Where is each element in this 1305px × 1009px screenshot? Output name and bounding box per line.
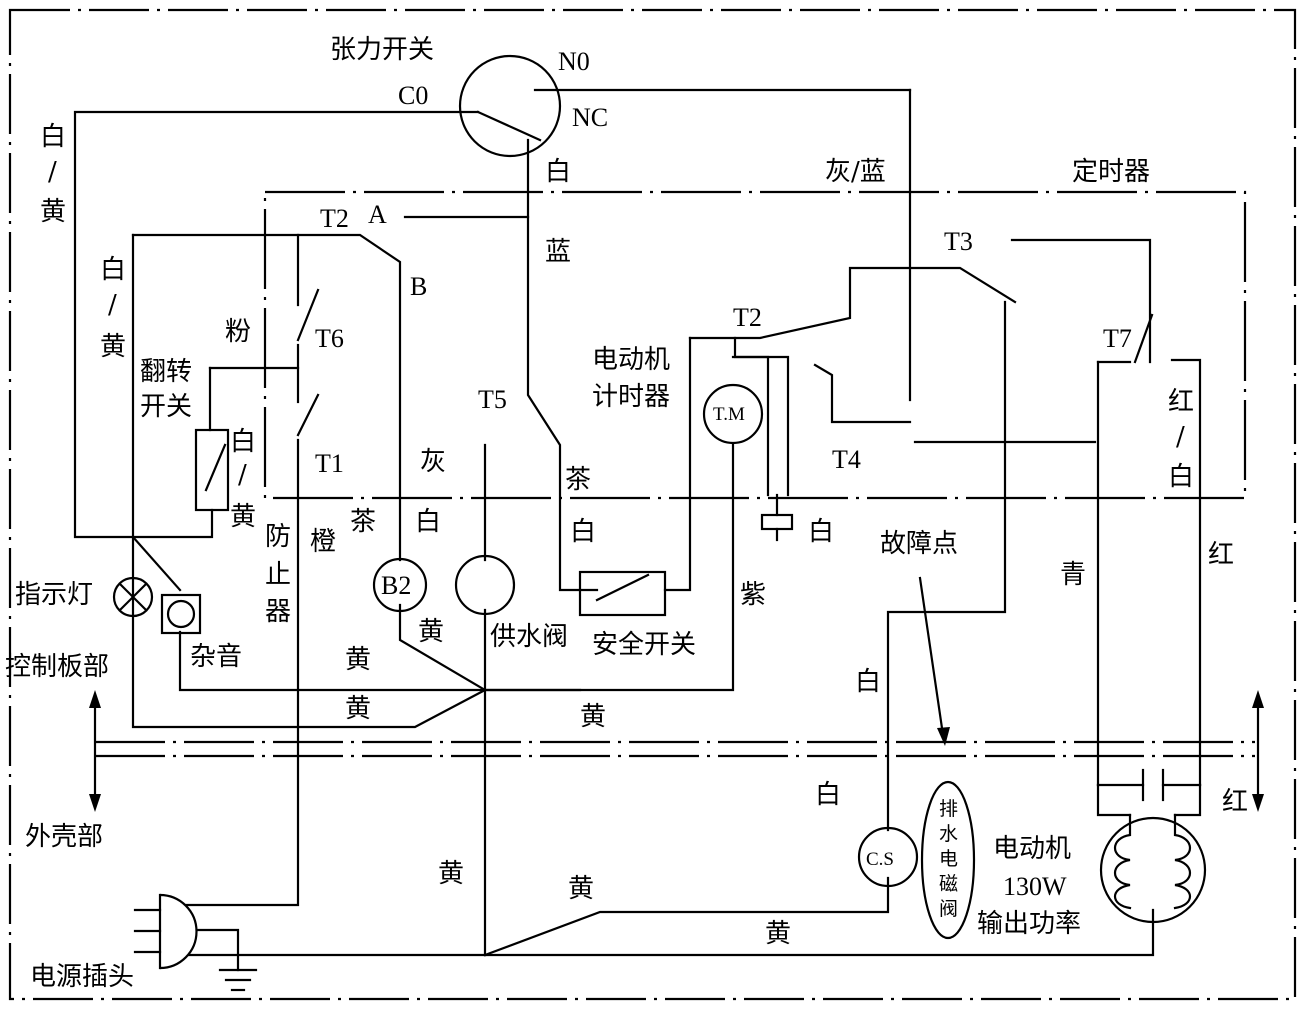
label-tension-switch: 张力开关 <box>330 35 434 65</box>
label-yellow-7: 黄 <box>765 919 791 949</box>
label-white-yellow-2c: 黄 <box>100 332 126 362</box>
label-red-white-b: / <box>1176 422 1185 452</box>
label-white-yellow-3b: / <box>238 460 247 490</box>
label-cyan: 青 <box>1060 560 1086 590</box>
label-cs: C.S <box>866 849 894 870</box>
label-motor-2: 130W <box>1003 872 1067 901</box>
motor-symbol <box>1099 813 1207 924</box>
label-white-lower: 白 <box>855 667 881 697</box>
label-blue: 蓝 <box>545 237 571 267</box>
label-brown-right: 茶 <box>565 465 591 495</box>
label-t1: T1 <box>315 449 344 478</box>
label-power-plug: 电源插头 <box>30 962 134 992</box>
label-timer: 定时器 <box>1072 157 1150 187</box>
label-t7: T7 <box>1103 324 1132 353</box>
label-t5: T5 <box>478 385 507 414</box>
label-fault-point: 故障点 <box>880 529 958 559</box>
cs-circle <box>857 826 919 888</box>
timer-box <box>263 190 1247 500</box>
label-housing: 外壳部 <box>25 822 103 852</box>
label-yellow-3: 黄 <box>345 694 371 724</box>
label-white-yellow-2b: / <box>108 290 117 320</box>
label-yellow-6: 黄 <box>568 874 594 904</box>
label-t4: T4 <box>832 445 861 474</box>
wires <box>73 88 1202 992</box>
control-panel-arrow-left <box>89 690 101 812</box>
label-water-valve: 供水阀 <box>490 622 568 652</box>
label-yellow-5: 黄 <box>438 859 464 889</box>
noise-filter-symbol <box>160 593 202 635</box>
label-white-yellow-1b: / <box>48 157 57 187</box>
label-prevent-3: 器 <box>265 597 291 627</box>
label-red-lower: 红 <box>1222 787 1248 817</box>
tm-circle <box>702 383 764 445</box>
water-valve-circle <box>454 554 516 616</box>
label-t2-top: T2 <box>320 204 349 233</box>
label-red: 红 <box>1208 540 1234 570</box>
label-purple: 紫 <box>740 580 766 610</box>
tension-switch-symbol <box>458 54 912 158</box>
control-panel-arrow-right <box>1252 690 1264 812</box>
label-white-yellow-2a: 白 <box>100 255 126 285</box>
label-b2: B2 <box>381 571 411 600</box>
label-a: A <box>368 200 387 229</box>
label-white-right: 白 <box>808 517 834 547</box>
label-control-panel: 控制板部 <box>5 652 109 682</box>
label-gray-blue: 灰/蓝 <box>825 157 886 187</box>
label-t6: T6 <box>315 324 344 353</box>
label-nc: NC <box>572 103 608 132</box>
label-b: B <box>410 272 427 301</box>
label-t2-mid: T2 <box>733 303 762 332</box>
label-drain-5: 阀 <box>939 898 958 920</box>
indicator-lamp-symbol <box>112 576 154 618</box>
label-motor-timer-2: 计时器 <box>592 382 670 412</box>
power-plug-symbol <box>133 893 198 970</box>
label-white-yellow-1a: 白 <box>40 122 66 152</box>
label-brown-left: 茶 <box>350 507 376 537</box>
label-motor-timer-1: 电动机 <box>592 345 670 375</box>
drain-valve-ellipse <box>920 780 976 940</box>
label-flip-switch-1: 翻转 <box>140 357 192 387</box>
b2-circle <box>372 557 428 613</box>
label-orange: 橙 <box>310 527 336 557</box>
label-n0: N0 <box>558 47 590 76</box>
label-prevent-2: 止 <box>265 560 291 590</box>
label-white-mid2: 白 <box>570 517 596 547</box>
label-safety-switch: 安全开关 <box>592 630 696 660</box>
label-noise: 杂音 <box>190 642 242 672</box>
label-prevent-1: 防 <box>265 522 291 552</box>
label-yellow-4: 黄 <box>580 702 606 732</box>
label-drain-3: 电 <box>939 848 958 870</box>
label-white-yellow-3a: 白 <box>230 427 256 457</box>
label-drain-1: 排 <box>939 798 958 820</box>
label-drain-2: 水 <box>939 823 958 845</box>
label-c0: C0 <box>398 81 428 110</box>
label-white-yellow-1c: 黄 <box>40 197 66 227</box>
label-motor-3: 输出功率 <box>977 909 1081 939</box>
label-gray: 灰 <box>420 447 446 477</box>
label-yellow-2: 黄 <box>345 645 371 675</box>
label-white-top: 白 <box>545 157 571 187</box>
label-flip-switch-2: 开关 <box>140 392 192 422</box>
label-motor-1: 电动机 <box>993 834 1071 864</box>
label-yellow-1: 黄 <box>418 617 444 647</box>
label-drain-4: 磁 <box>939 873 958 895</box>
label-red-white-a: 红 <box>1168 387 1194 417</box>
label-white-mid1: 白 <box>415 507 441 537</box>
outer-frame <box>8 8 1297 1001</box>
label-white-cs: 白 <box>815 780 841 810</box>
label-pink: 粉 <box>225 317 251 347</box>
label-white-yellow-3c: 黄 <box>230 502 256 532</box>
label-tm: T.M <box>713 404 745 425</box>
label-t3: T3 <box>944 227 973 256</box>
label-red-white-c: 白 <box>1168 462 1194 492</box>
label-indicator: 指示灯 <box>15 580 93 610</box>
